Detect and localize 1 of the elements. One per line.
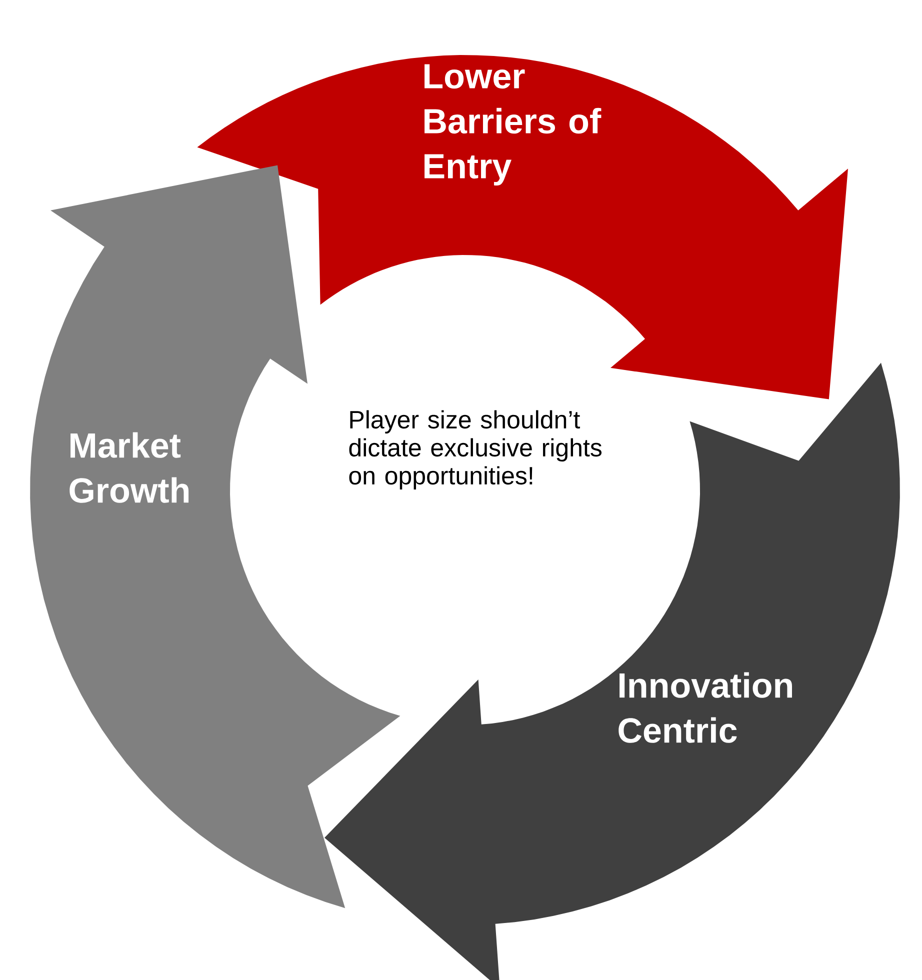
cycle-segment: Lower Barriers of Entry xyxy=(197,55,848,400)
